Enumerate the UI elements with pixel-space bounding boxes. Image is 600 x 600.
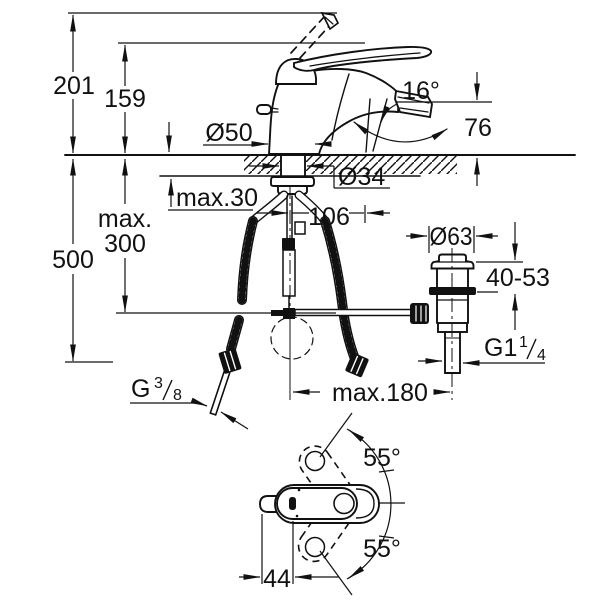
dim-waste-mounting-range [476, 222, 523, 330]
supply-hoses [209, 190, 369, 416]
dim-lever-tip-width [239, 514, 339, 584]
label-lever-tip-width: 44 [263, 565, 291, 593]
dim-hole-diameter [249, 163, 390, 189]
label-hose-length: 500 [52, 246, 94, 274]
label-hose-clearance-2: 300 [104, 230, 146, 258]
label-swivel-angle-down: 55° [363, 535, 401, 563]
hose-right [294, 190, 369, 378]
aerator [394, 89, 433, 119]
hose-left-thread-pipe [209, 370, 231, 416]
label-hole-diameter: Ø34 [338, 163, 385, 191]
label-mounting-thickness: max.30 [176, 184, 258, 212]
svg-text:G: G [131, 375, 150, 403]
label-hose-thread: G 3 8 [131, 375, 182, 404]
popup-waste [410, 253, 476, 374]
label-base-diameter: Ø50 [205, 119, 252, 147]
lever-raised-position [290, 11, 340, 59]
label-spray-angle: 16° [402, 77, 440, 105]
label-waste-diameter: Ø63 [430, 223, 473, 251]
dim-rod-length [256, 205, 390, 223]
label-hose-clearance-1: max. [98, 205, 152, 233]
dim-hose-clearance [116, 158, 336, 314]
bottom-view [239, 412, 405, 596]
countertop-section [64, 154, 576, 177]
hose-left-nut [218, 348, 242, 374]
dim-spray-angle [380, 101, 492, 123]
dimensions [65, 12, 545, 430]
label-total-height: 201 [53, 72, 95, 100]
svg-text:1: 1 [519, 334, 528, 351]
dim-total-height [68, 12, 337, 154]
label-rod-reach: max.180 [332, 379, 428, 407]
dimension-labels: 201 159 Ø50 16° 76 max.30 Ø34 106 max. 3… [52, 72, 550, 593]
centerlines [289, 185, 453, 400]
cartridge-circle [333, 492, 355, 515]
rod-loop-optional [270, 316, 314, 360]
label-swivel-angle-up: 55° [363, 444, 401, 472]
popup-knob [256, 104, 272, 115]
lever-end-tab [259, 495, 279, 513]
svg-text:3: 3 [154, 375, 163, 392]
faucet-body [256, 68, 433, 155]
waste-adjuster-knob [410, 303, 429, 324]
dim-swivel-angle [319, 412, 405, 596]
front-view [64, 11, 576, 416]
dim-waste-thread [418, 358, 545, 366]
lever-handle [275, 45, 433, 85]
hose-right-nut [345, 352, 369, 378]
label-waste-mounting-range: 40-53 [486, 264, 550, 292]
lever-mark [289, 497, 296, 510]
label-lever-height: 159 [104, 85, 146, 113]
svg-text:4: 4 [537, 347, 546, 364]
dim-hose-thread [130, 397, 249, 430]
dim-mounting-thickness [166, 122, 253, 211]
label-rod-length: 106 [308, 203, 350, 231]
dim-hose-length [65, 158, 113, 363]
label-spout-height: 76 [464, 114, 492, 142]
label-waste-thread: G1 1 4 [484, 334, 546, 364]
dim-lever-height [118, 42, 365, 154]
dim-waste-diameter [406, 226, 498, 253]
svg-text:8: 8 [173, 387, 182, 404]
hose-left [209, 190, 289, 416]
dim-base-diameter [203, 141, 332, 147]
svg-text:G1: G1 [484, 334, 517, 362]
